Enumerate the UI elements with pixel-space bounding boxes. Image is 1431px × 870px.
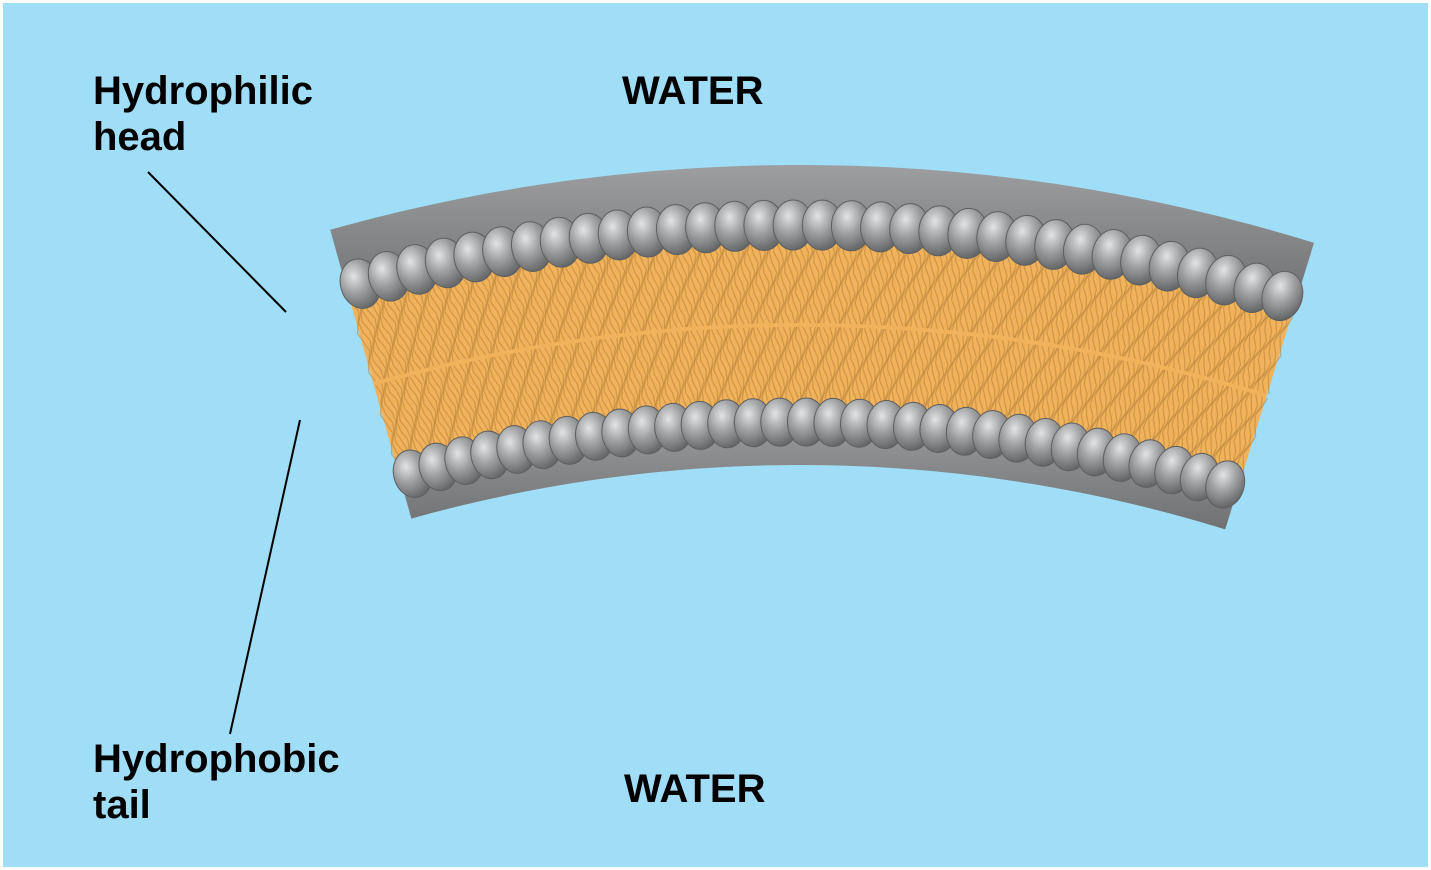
hydrophobic-tail-label-line-1: Hydrophobic [93,736,340,782]
hydrophilic-head-label: Hydrophilic head [93,68,313,160]
hydrophobic-tail-label: Hydrophobic tail [93,736,340,828]
hydrophobic-tail-label-line-2: tail [93,782,340,828]
water-top-label: WATER [622,68,763,114]
hydrophilic-head-label-line-2: head [93,114,313,160]
water-bottom-label: WATER [624,766,765,812]
hydrophilic-head-label-line-1: Hydrophilic [93,68,313,114]
